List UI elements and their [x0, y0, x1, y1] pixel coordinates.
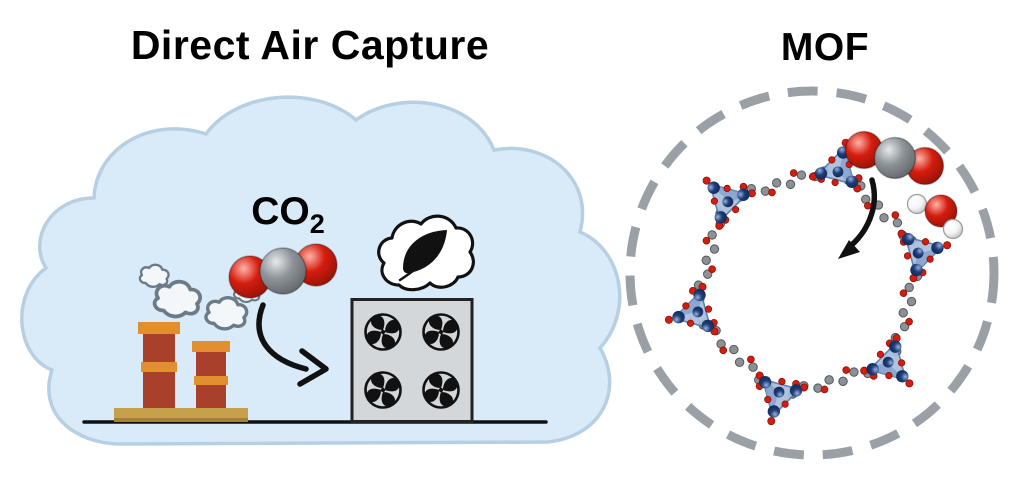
adsorption-arrow [838, 177, 878, 259]
leaf-icon [403, 230, 447, 274]
fan-icon [422, 313, 460, 351]
capture-arrow [256, 302, 329, 387]
fan-icon [422, 371, 460, 409]
oxygen-atom [924, 194, 958, 228]
hydrogen-atom [942, 218, 964, 240]
mof-boundary-circle [625, 86, 999, 460]
co2-molecule [228, 243, 338, 299]
hydrogen-atom [906, 193, 928, 215]
metal-cluster-node [657, 281, 720, 348]
smokestacks [114, 263, 262, 422]
carbon-atom [873, 136, 917, 180]
co2-formula: CO [251, 190, 310, 233]
fan-icon [364, 371, 402, 409]
co2-molecule-mof [844, 130, 945, 186]
air-capture-unit [350, 298, 474, 423]
dac-scene [20, 95, 622, 446]
co2-label: CO2 [218, 190, 358, 240]
clean-air-icon [377, 214, 475, 292]
carbon-atom [259, 247, 307, 295]
fan-icon [364, 313, 402, 351]
metal-cluster-node [858, 332, 932, 406]
co2-subscript: 2 [309, 208, 325, 239]
dac-title: Direct Air Capture [130, 22, 490, 68]
mof-title: MOF [780, 26, 870, 69]
organic-linker [883, 258, 929, 358]
metal-cluster-node [684, 158, 758, 232]
mof-scene [625, 86, 999, 460]
water-molecule [906, 193, 964, 240]
